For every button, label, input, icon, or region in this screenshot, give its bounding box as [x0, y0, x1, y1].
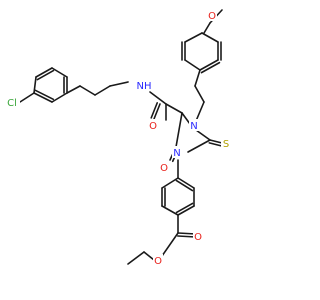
double-bond-50: [175, 179, 194, 192]
bond-20: [209, 139, 223, 144]
bond-22: [194, 85, 205, 103]
bond-33: [177, 177, 195, 189]
atom-s: S: [223, 139, 229, 150]
atom-nh: NH: [137, 81, 152, 92]
atom-n3: N: [190, 121, 197, 132]
bond-6: [33, 92, 53, 103]
double-bond-55: [208, 142, 223, 147]
bond-11: [149, 91, 167, 105]
bond-1: [33, 76, 37, 94]
atom-o-ester-carbonyl: O: [194, 232, 202, 243]
atom-o-amide: O: [149, 121, 157, 132]
bond-2: [35, 67, 53, 78]
atom-o-ester: O: [154, 256, 162, 267]
bond-12: [153, 103, 161, 120]
bond-35: [177, 205, 195, 216]
double-bond-53: [150, 102, 159, 119]
bond-42: [143, 251, 155, 261]
bond-27: [184, 32, 203, 43]
bond-10: [109, 81, 129, 87]
bond-8: [79, 85, 96, 96]
bond-38: [161, 177, 179, 189]
double-bond-51: [175, 202, 194, 214]
bond-24: [199, 59, 219, 71]
bond-17: [195, 129, 211, 141]
bond-26: [201, 32, 219, 43]
atom-n1: N: [173, 148, 180, 159]
bond-3: [51, 67, 68, 78]
bond-29: [184, 59, 201, 71]
bond-5: [51, 92, 68, 103]
bond-36: [161, 205, 179, 216]
atom-o-ring: O: [160, 163, 168, 174]
molecule-structure: Cl NH O O N N O S O O: [4, 9, 231, 267]
bond-41: [161, 232, 179, 257]
bond-9: [94, 85, 111, 96]
atom-o-methoxy: O: [208, 11, 216, 22]
bond-15: [181, 112, 191, 125]
bond-14: [165, 103, 183, 114]
bond-43: [127, 251, 145, 265]
double-bond-44: [36, 69, 55, 81]
bond-21: [195, 101, 205, 122]
bond-23: [194, 69, 201, 87]
bond-7: [66, 85, 81, 94]
bond-layer: [19, 9, 223, 265]
bond-30: [203, 22, 211, 34]
bond-18: [187, 139, 211, 153]
atom-cl: Cl: [7, 98, 17, 109]
double-bond-46: [34, 89, 55, 101]
double-bond-49: [200, 61, 221, 74]
atom-label-layer: Cl NH O O N N O S O O: [4, 9, 231, 267]
double-bond-56: [177, 235, 197, 238]
bond-0: [19, 92, 35, 103]
bond-16: [175, 112, 183, 148]
